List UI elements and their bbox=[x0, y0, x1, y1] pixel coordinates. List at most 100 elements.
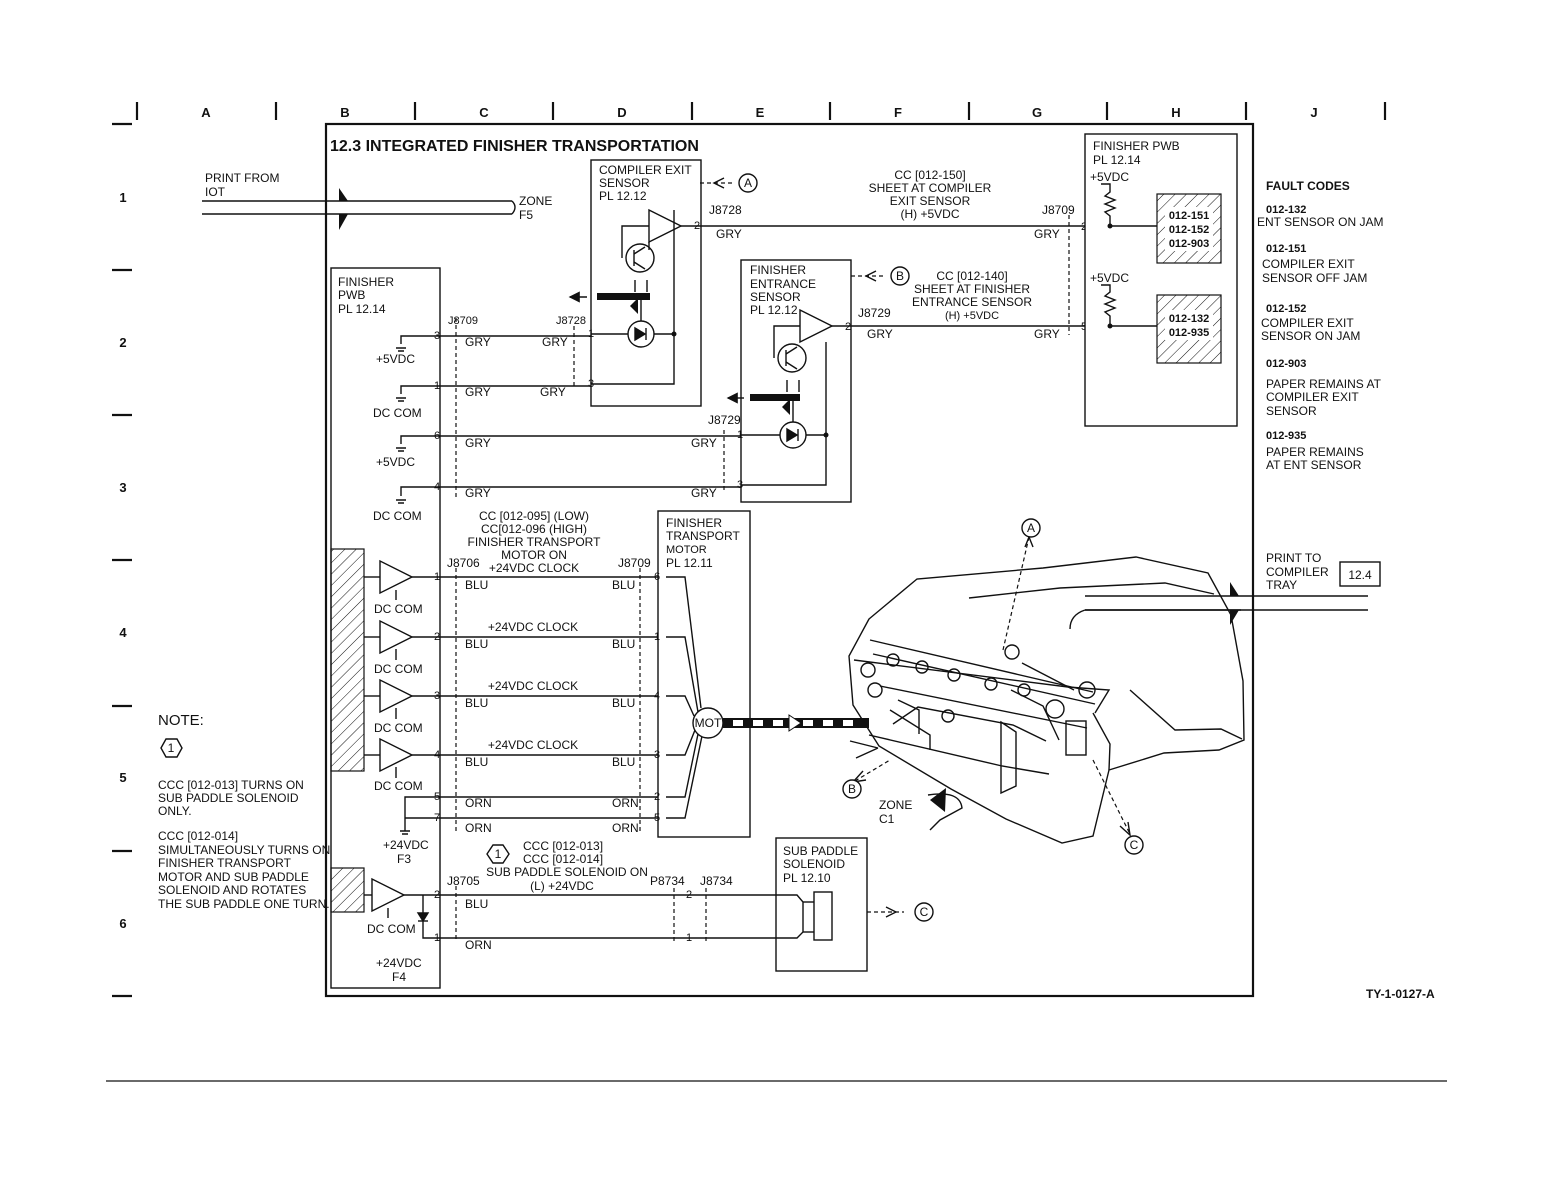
ref-a-mech-label: A bbox=[1027, 521, 1035, 535]
signal-150-line2: SHEET AT COMPILER bbox=[869, 181, 992, 195]
gry-wires bbox=[440, 335, 741, 488]
signal-140-line4: (H) +5VDC bbox=[945, 310, 999, 322]
ref-a-mech bbox=[1021, 518, 1041, 538]
ref-b-mech bbox=[842, 779, 862, 799]
fault-code: 012-151 bbox=[1266, 243, 1306, 255]
sub-paddle-solenoid: SUB PADDLE SOLENOID PL 12.10 bbox=[775, 837, 868, 972]
wire-gry: GRY bbox=[691, 436, 717, 450]
note-title: NOTE: bbox=[158, 712, 204, 729]
fault-code: 012-903 bbox=[1266, 358, 1306, 370]
pin: 5 bbox=[434, 791, 440, 803]
motor-label: MOT bbox=[695, 716, 722, 730]
wire-gry: GRY bbox=[465, 385, 491, 399]
finisher-pwb-left: FINISHER PWB PL 12.14 +5VDC DC COM +5VDC… bbox=[330, 267, 441, 989]
signal-motor-line3: FINISHER TRANSPORT bbox=[468, 535, 602, 549]
fault-desc: AT ENT SENSOR bbox=[1266, 458, 1362, 472]
row-2: 2 bbox=[119, 335, 126, 350]
note-line: SIMULTANEOUSLY TURNS ON bbox=[158, 843, 330, 857]
wire-blu: BLU bbox=[612, 637, 635, 651]
ces-line2: SENSOR bbox=[599, 176, 650, 190]
code-box-2-item: 012-132 bbox=[1169, 313, 1209, 325]
ref-c-label-sol: C bbox=[920, 905, 929, 919]
j8709-left-label: J8709 bbox=[448, 315, 478, 327]
code-box-1-item: 012-903 bbox=[1169, 238, 1209, 250]
signal-motor-line1: CC [012-095] (LOW) bbox=[479, 509, 589, 523]
fault-desc: PAPER REMAINS AT bbox=[1266, 377, 1382, 391]
wire-blu: BLU bbox=[612, 696, 635, 710]
fault-code: 012-132 bbox=[1266, 204, 1306, 216]
pin: 5 bbox=[1081, 321, 1087, 333]
ref-b-label: B bbox=[896, 269, 904, 283]
finisher-entrance-sensor: FINISHER ENTRANCE SENSOR PL 12.12 2 1 3 bbox=[726, 259, 852, 503]
note-line: CCC [012-013] TURNS ON bbox=[158, 778, 304, 792]
signal-sol-line1: CCC [012-013] bbox=[523, 839, 603, 853]
pin: 3 bbox=[654, 749, 660, 761]
wire-gry: GRY bbox=[1034, 327, 1060, 341]
wire-gry: GRY bbox=[465, 436, 491, 450]
fault-codes: FAULT CODES 012-132 ENT SENSOR ON JAM 01… bbox=[1257, 179, 1383, 472]
signal-150-line1: CC [012-150] bbox=[894, 168, 965, 182]
ftm-line2: TRANSPORT bbox=[666, 529, 740, 543]
fault-desc: SENSOR bbox=[1266, 404, 1317, 418]
pwb-left-line2: PWB bbox=[338, 288, 365, 302]
pwb-dccom-1: DC COM bbox=[373, 406, 422, 420]
signal-sol-line2: CCC [012-014] bbox=[523, 852, 603, 866]
compiler-exit-sensor: COMPILER EXIT SENSOR PL 12.12 2 1 3 bbox=[568, 159, 702, 407]
note-line: SOLENOID AND ROTATES bbox=[158, 883, 306, 897]
pin: 2 bbox=[694, 220, 700, 232]
wire-orn: ORN bbox=[612, 821, 639, 835]
diagram-border bbox=[324, 122, 1255, 998]
pin: 1 bbox=[737, 429, 743, 441]
pwb-5vdc-1: +5VDC bbox=[376, 352, 415, 366]
pin: 2 bbox=[845, 321, 851, 333]
fault-desc: SENSOR ON JAM bbox=[1261, 329, 1360, 343]
note-line: THE SUB PADDLE ONE TURN. bbox=[158, 897, 330, 911]
wire-blu: BLU bbox=[465, 637, 488, 651]
ref-12-4: 12.4 bbox=[1348, 568, 1372, 582]
figure-id: TY-1-0127-A bbox=[1366, 987, 1435, 1001]
wire-gry: GRY bbox=[465, 335, 491, 349]
note-marker-hex: 1 bbox=[486, 844, 510, 864]
wire-gry: GRY bbox=[716, 227, 742, 241]
pin: 4 bbox=[434, 749, 440, 761]
note-marker-1: 1 bbox=[495, 847, 502, 861]
ref-c-marker-sol bbox=[914, 902, 934, 922]
clock-label-3: +24VDC CLOCK bbox=[488, 679, 578, 693]
note-line: SUB PADDLE SOLENOID bbox=[158, 791, 299, 805]
col-d: D bbox=[617, 105, 626, 120]
pin: 1 bbox=[434, 932, 440, 944]
pwb-dccom-5: DC COM bbox=[374, 721, 423, 735]
print-to-line1: PRINT TO bbox=[1266, 551, 1321, 565]
pin: 6 bbox=[434, 430, 440, 442]
col-h: H bbox=[1171, 105, 1180, 120]
motor-shaft bbox=[723, 714, 869, 732]
diagram-title: 12.3 INTEGRATED FINISHER TRANSPORTATION bbox=[330, 138, 699, 155]
pwb-right-5vdc-1: +5VDC bbox=[1090, 170, 1129, 184]
j8709-label-2: J8709 bbox=[618, 556, 651, 570]
ref-b-marker bbox=[890, 266, 910, 286]
notes: NOTE: 1 CCC [012-013] TURNS ON SUB PADDL… bbox=[158, 712, 330, 911]
j8729-label: J8729 bbox=[708, 413, 741, 427]
ces-line3: PL 12.12 bbox=[599, 189, 647, 203]
code-box-1-item: 012-151 bbox=[1169, 210, 1209, 222]
fault-desc: ENT SENSOR ON JAM bbox=[1257, 215, 1383, 229]
pin: 1 bbox=[434, 571, 440, 583]
row-6: 6 bbox=[119, 916, 126, 931]
pin: 5 bbox=[654, 812, 660, 824]
ref-b-mech-label: B bbox=[848, 782, 856, 796]
fault-desc: COMPILER EXIT bbox=[1261, 316, 1354, 330]
wire-blu: BLU bbox=[612, 578, 635, 592]
code-box-1-item: 012-152 bbox=[1169, 224, 1209, 236]
pin: 1 bbox=[588, 328, 594, 340]
pwb-right-5vdc-2: +5VDC bbox=[1090, 271, 1129, 285]
signal-motor-line5: +24VDC CLOCK bbox=[489, 561, 579, 575]
fault-desc: COMPILER EXIT bbox=[1262, 257, 1355, 271]
wire-blu: BLU bbox=[465, 578, 488, 592]
ftm-line4: PL 12.11 bbox=[666, 556, 713, 570]
note-line: MOTOR AND SUB PADDLE bbox=[158, 870, 309, 884]
wire-blu: BLU bbox=[465, 755, 488, 769]
note-marker-left: 1 bbox=[168, 741, 175, 755]
wire-gry: GRY bbox=[540, 385, 566, 399]
zone-f5-label: ZONE bbox=[519, 194, 552, 208]
finisher-transport-motor: FINISHER TRANSPORT MOTOR PL 12.11 MOT 6 … bbox=[654, 510, 751, 838]
